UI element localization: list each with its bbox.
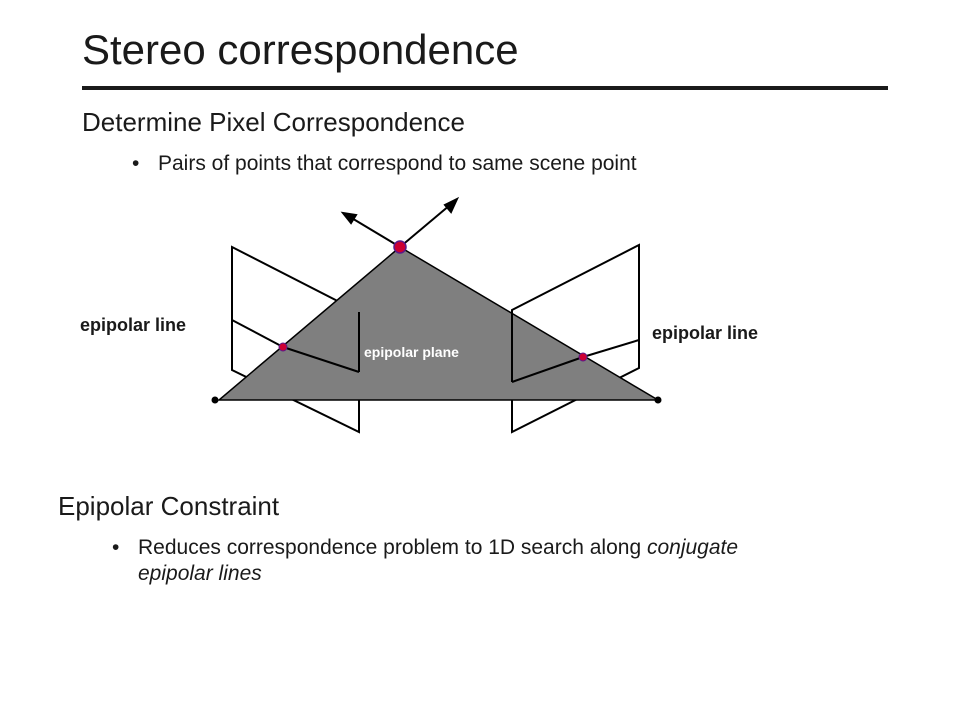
arrow-head-left-icon (340, 211, 358, 225)
bullet-dot-icon: • (112, 536, 120, 559)
bullet-text-emphasis-epipolar-lines: epipolar lines (138, 562, 262, 585)
bullet-text-prefix: Reduces correspondence problem to 1D sea… (138, 536, 647, 559)
right-camera-center (654, 396, 662, 404)
scene-point (393, 240, 407, 254)
ray-left-arrow (349, 216, 401, 248)
ray-right-arrow (399, 204, 451, 248)
left-epipolar-line (282, 346, 360, 373)
section-heading-epipolar-constraint: Epipolar Constraint (58, 491, 280, 521)
left-image-plane (231, 245, 360, 434)
slide-title: Stereo correspondence (82, 26, 519, 73)
title-underline (82, 86, 888, 90)
bullet-dot-icon: • (132, 152, 140, 175)
section-heading-pixel-correspondence: Determine Pixel Correspondence (82, 107, 465, 137)
bullet-text: Reduces correspondence problem to 1D sea… (112, 535, 912, 587)
epipolar-plane-label: epipolar plane (364, 344, 459, 360)
right-image-point (578, 352, 588, 362)
arrow-head-right-icon (443, 196, 460, 214)
right-epipolar-line (511, 356, 584, 383)
bullet-text-emphasis-conjugate: conjugate (646, 536, 739, 559)
left-epipolar-line-outer (231, 319, 284, 348)
bullet-pairs-of-points: • Pairs of points that correspond to sam… (132, 151, 892, 177)
left-image-point (278, 342, 288, 352)
bullet-text: Pairs of points that correspond to same … (158, 152, 637, 175)
right-epipolar-line-label: epipolar line (652, 323, 758, 343)
bullet-reduces-correspondence: • Reduces correspondence problem to 1D s… (112, 535, 912, 587)
left-camera-center (211, 396, 219, 404)
left-epipolar-line-label: epipolar line (80, 315, 186, 335)
right-epipolar-line-outer (582, 339, 640, 358)
